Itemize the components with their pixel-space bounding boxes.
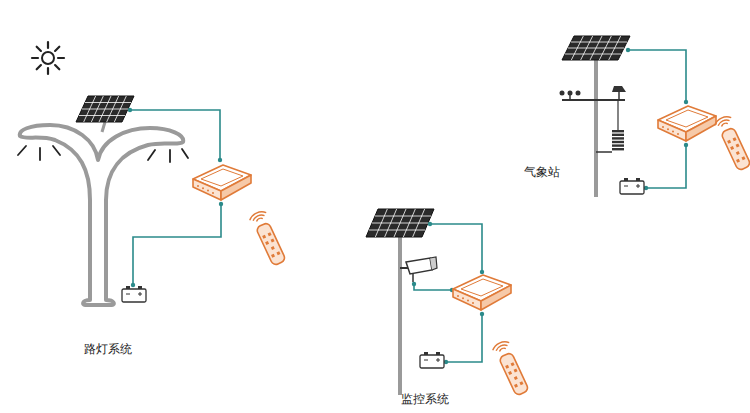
wire-dot [218,158,222,162]
sun-icon [32,42,64,74]
remote-control [248,209,288,267]
wire-dot [684,100,688,104]
light-ray [53,146,60,155]
wire [414,284,452,290]
battery [122,286,146,302]
battery [420,352,444,368]
street-lamp [18,122,188,305]
system-label: 路灯系统 [84,342,132,356]
light-ray [39,148,41,160]
solar-panel [562,36,630,60]
light-ray [169,150,171,162]
wire-dot [480,270,484,274]
wire-dot [128,108,132,112]
wire [430,224,482,272]
wire-dot [131,283,135,287]
panel-mount [102,122,105,132]
light-ray [148,150,155,160]
system-label: 气象站 [524,165,560,179]
system-label: 监控系统 [401,392,449,406]
remote-control [491,339,531,397]
controller-box [453,275,511,310]
battery [620,178,644,194]
controller-box [193,165,251,200]
solar-panel [366,209,434,237]
wire [646,145,686,188]
wire [446,314,482,362]
weather-pole [560,58,627,197]
wire-dot [428,222,432,226]
light-ray [18,146,26,155]
wire-dot [684,143,688,147]
remote-control [713,114,750,172]
controller-box [658,106,716,141]
wire-dot [480,312,484,316]
light-ray [182,149,188,158]
wire-dot [219,202,223,206]
wire-dot [412,282,416,286]
wire [628,50,686,102]
wire-dot [626,48,630,52]
solar-panel [76,96,134,122]
camera-pole [400,230,437,395]
wire [130,110,220,160]
wire [133,204,221,285]
